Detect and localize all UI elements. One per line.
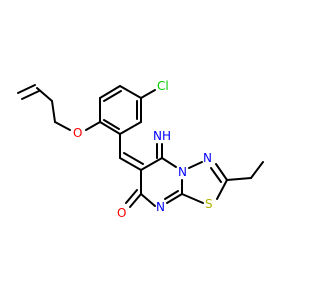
carbonyl-oxygen-label: O	[117, 206, 126, 220]
bond	[140, 157, 163, 171]
bond	[181, 193, 204, 204]
bond-layer	[17, 84, 264, 208]
bond	[226, 177, 252, 181]
bond	[140, 89, 156, 99]
ring-nitrogen-upper-label: N	[203, 151, 212, 165]
bond	[123, 152, 144, 165]
molecule-diagram: Cl O NH N N N S O	[17, 79, 264, 220]
sulfur-label: S	[205, 197, 213, 211]
bond	[119, 157, 142, 171]
atom-label-layer: Cl O NH N N N S O	[73, 79, 213, 220]
bond	[99, 85, 121, 99]
bond	[85, 121, 101, 131]
bond	[119, 85, 142, 99]
bond	[125, 189, 138, 204]
bond	[119, 121, 142, 135]
bond	[54, 121, 71, 131]
bond	[103, 119, 120, 130]
bond	[129, 193, 142, 208]
bond	[51, 100, 56, 123]
ring-nitrogen-lower-label: N	[156, 200, 165, 214]
bond	[216, 179, 228, 200]
bond	[21, 90, 40, 100]
bond	[17, 84, 36, 94]
bond	[210, 167, 222, 183]
bond	[161, 157, 177, 168]
bond	[103, 90, 122, 102]
bond	[166, 193, 183, 204]
bond	[250, 161, 264, 179]
imine-nh-label: NH	[153, 129, 171, 143]
bond	[215, 163, 228, 181]
ring-nitrogen-junction-label: N	[178, 165, 187, 179]
chlorine-label: Cl	[157, 79, 169, 93]
bond	[36, 87, 53, 102]
bond	[140, 193, 156, 207]
bond	[164, 190, 179, 200]
bond	[99, 121, 121, 135]
ether-oxygen-label: O	[73, 126, 82, 140]
bond	[188, 161, 203, 169]
